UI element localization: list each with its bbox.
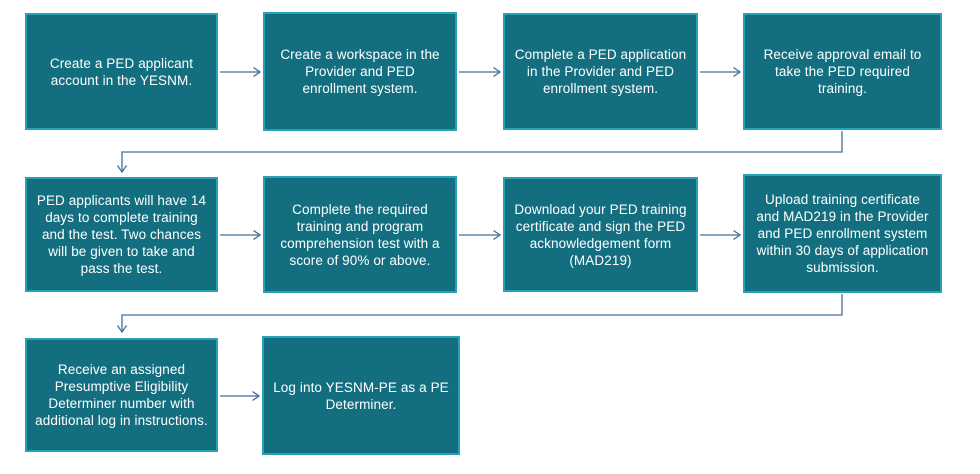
arrow-step7-to-step8 — [700, 229, 742, 241]
flow-step-2-label: Create a workspace in the Provider and P… — [280, 47, 440, 96]
flow-step-5-label: PED applicants will have 14 days to comp… — [36, 193, 207, 276]
flow-step-4: Receive approval email to take the PED r… — [743, 13, 942, 130]
arrow-step4-to-step5 — [116, 131, 843, 174]
flow-step-3: Complete a PED application in the Provid… — [503, 13, 698, 130]
flow-step-8: Upload training certificate and MAD219 i… — [743, 174, 942, 293]
arrow-step2-to-step3 — [459, 66, 502, 78]
flow-step-10-label: Log into YESNM-PE as a PE Determiner. — [273, 379, 449, 412]
flow-step-3-label: Complete a PED application in the Provid… — [514, 47, 687, 96]
arrow-step6-to-step7 — [459, 229, 502, 241]
flow-step-9: Receive an assigned Presumptive Eligibil… — [25, 338, 218, 452]
flow-step-10: Log into YESNM-PE as a PE Determiner. — [262, 336, 460, 455]
flow-step-6: Complete the required training and progr… — [263, 176, 457, 293]
arrow-step9-to-step10 — [220, 390, 261, 402]
flow-step-7: Download your PED training certificate a… — [503, 177, 698, 292]
arrow-step3-to-step4 — [700, 66, 742, 78]
arrow-step5-to-step6 — [220, 229, 262, 241]
flow-step-1: Create a PED applicant account in the YE… — [25, 13, 218, 130]
flow-step-6-label: Complete the required training and progr… — [280, 201, 440, 268]
flow-step-7-label: Download your PED training certificate a… — [514, 201, 687, 268]
arrow-step1-to-step2 — [220, 66, 262, 78]
flow-step-4-label: Receive approval email to take the PED r… — [763, 47, 922, 96]
flow-step-5: PED applicants will have 14 days to comp… — [25, 177, 218, 292]
arrow-step8-to-step9 — [116, 294, 843, 334]
flow-step-9-label: Receive an assigned Presumptive Eligibil… — [35, 362, 208, 428]
flow-step-2: Create a workspace in the Provider and P… — [263, 12, 457, 131]
flow-step-1-label: Create a PED applicant account in the YE… — [49, 55, 194, 88]
flow-step-8-label: Upload training certificate and MAD219 i… — [756, 192, 929, 275]
